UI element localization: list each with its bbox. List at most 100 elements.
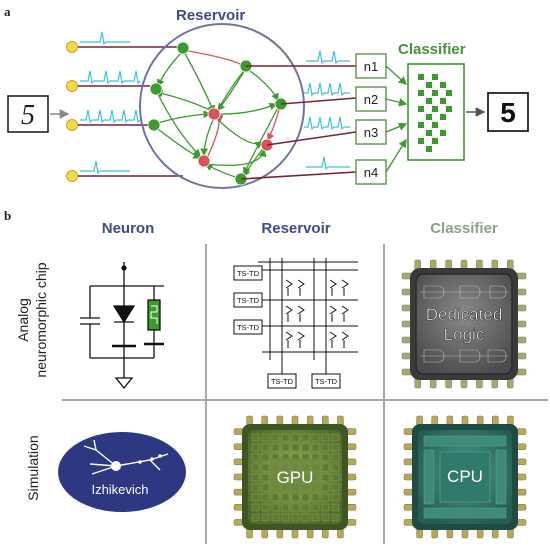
gpu-core-cell: [331, 513, 340, 522]
gpu-core-cell: [291, 513, 300, 522]
panel-a-label: a: [4, 4, 11, 19]
svg-text:n1: n1: [364, 59, 378, 74]
gpu-core-cell: [261, 453, 270, 462]
gpu-core-cell: [251, 443, 260, 452]
cpu-chip: CPU: [403, 415, 527, 539]
gpu-core-cell: [281, 513, 290, 522]
classifier-title: Classifier: [398, 41, 466, 58]
readout-n4: n4: [355, 159, 387, 185]
svg-text:TS-TD: TS-TD: [237, 269, 260, 278]
gpu-core-cell: [311, 493, 320, 502]
gpu-core-cell: [271, 503, 280, 512]
classifier-weights: [418, 74, 452, 152]
gpu-chip: GPU: [233, 415, 357, 539]
svg-text:n2: n2: [364, 92, 378, 107]
reservoir-circle: [139, 23, 305, 189]
gpu-core-cell: [251, 453, 260, 462]
panel-b-label: b: [4, 208, 11, 223]
gpu-core-cell: [311, 433, 320, 442]
gpu-core-cell: [301, 513, 310, 522]
gpu-core-cell: [281, 443, 290, 452]
gpu-core-cell: [251, 503, 260, 512]
gpu-core-cell: [251, 483, 260, 492]
cpu-label: CPU: [447, 467, 483, 486]
izhikevich-label: Izhikevich: [91, 482, 148, 497]
classifier-box: [407, 63, 465, 161]
gpu-core-cell: [321, 453, 330, 462]
gpu-core-cell: [271, 493, 280, 502]
gpu-core-cell: [321, 443, 330, 452]
grid-lines: [62, 244, 548, 544]
row-label-analog-2: neuromorphic chip: [33, 262, 49, 377]
gpu-core-cell: [311, 513, 320, 522]
gpu-label: GPU: [277, 468, 314, 487]
gpu-core-cell: [261, 443, 270, 452]
gpu-core-cell: [261, 483, 270, 492]
row-label-simulation: Simulation: [25, 435, 41, 500]
gpu-core-cell: [301, 433, 310, 442]
svg-text:TS-TD: TS-TD: [237, 323, 260, 332]
reservoir-title: Reservoir: [176, 7, 245, 24]
readout-n2: n2: [355, 86, 387, 112]
svg-text:n3: n3: [364, 125, 378, 140]
gpu-core-cell: [261, 513, 270, 522]
readout-arrows: [385, 65, 408, 173]
gpu-core-cell: [321, 503, 330, 512]
gpu-core-cell: [251, 493, 260, 502]
gpu-core-cell: [331, 433, 340, 442]
gpu-core-cell: [301, 443, 310, 452]
gpu-core-cell: [331, 483, 340, 492]
gpu-core-cell: [291, 503, 300, 512]
gpu-core-cell: [321, 513, 330, 522]
gpu-core-cell: [311, 443, 320, 452]
dedicated-label-1: Dedicated: [426, 305, 503, 324]
row-label-analog-1: Analog: [15, 298, 31, 342]
gpu-core-cell: [261, 493, 270, 502]
dedicated-label-2: Logic: [444, 325, 485, 344]
dedicated-logic-chip: Dedicated Logic: [401, 259, 527, 389]
gpu-core-cell: [331, 463, 340, 472]
svg-text:n4: n4: [364, 165, 378, 180]
gpu-core-cell: [281, 493, 290, 502]
gpu-core-cell: [261, 463, 270, 472]
gpu-core-cell: [321, 433, 330, 442]
gpu-core-cell: [331, 443, 340, 452]
col-header-reservoir: Reservoir: [261, 220, 330, 237]
input-neurons: [66, 41, 78, 182]
input-spike-traces: [80, 31, 141, 175]
svg-text:TS-TD: TS-TD: [271, 377, 294, 386]
svg-text:TS-TD: TS-TD: [315, 377, 338, 386]
gpu-core-cell: [271, 513, 280, 522]
output-digit-box: 5: [487, 92, 529, 132]
col-header-neuron: Neuron: [102, 220, 155, 237]
izhikevich-model: Izhikevich: [58, 432, 186, 512]
gpu-core-cell: [261, 433, 270, 442]
gpu-core-cell: [271, 443, 280, 452]
gpu-core-cell: [301, 503, 310, 512]
gpu-core-cell: [281, 503, 290, 512]
gpu-core-cell: [251, 513, 260, 522]
input-digit: 5: [21, 100, 35, 131]
readout-n1: n1: [355, 53, 387, 79]
readout-n3: n3: [355, 119, 387, 145]
gpu-core-cell: [311, 503, 320, 512]
gpu-core-cell: [251, 473, 260, 482]
gpu-core-cell: [291, 433, 300, 442]
gpu-core-cell: [261, 473, 270, 482]
gpu-core-cell: [271, 433, 280, 442]
gpu-core-cell: [331, 493, 340, 502]
gpu-core-cell: [331, 473, 340, 482]
tstd-devices: TS-TD TS-TD TS-TD TS-TD TS-TD: [233, 265, 341, 389]
gpu-core-cell: [291, 443, 300, 452]
gpu-core-cell: [331, 503, 340, 512]
gpu-core-cell: [331, 453, 340, 462]
gpu-core-cell: [251, 433, 260, 442]
output-wires: [240, 65, 357, 180]
output-spike-traces: [304, 50, 350, 171]
gpu-core-cell: [321, 463, 330, 472]
gpu-core-cell: [291, 493, 300, 502]
neuron-circuit: [80, 262, 164, 390]
gpu-core-cell: [261, 503, 270, 512]
col-header-classifier: Classifier: [430, 220, 498, 237]
